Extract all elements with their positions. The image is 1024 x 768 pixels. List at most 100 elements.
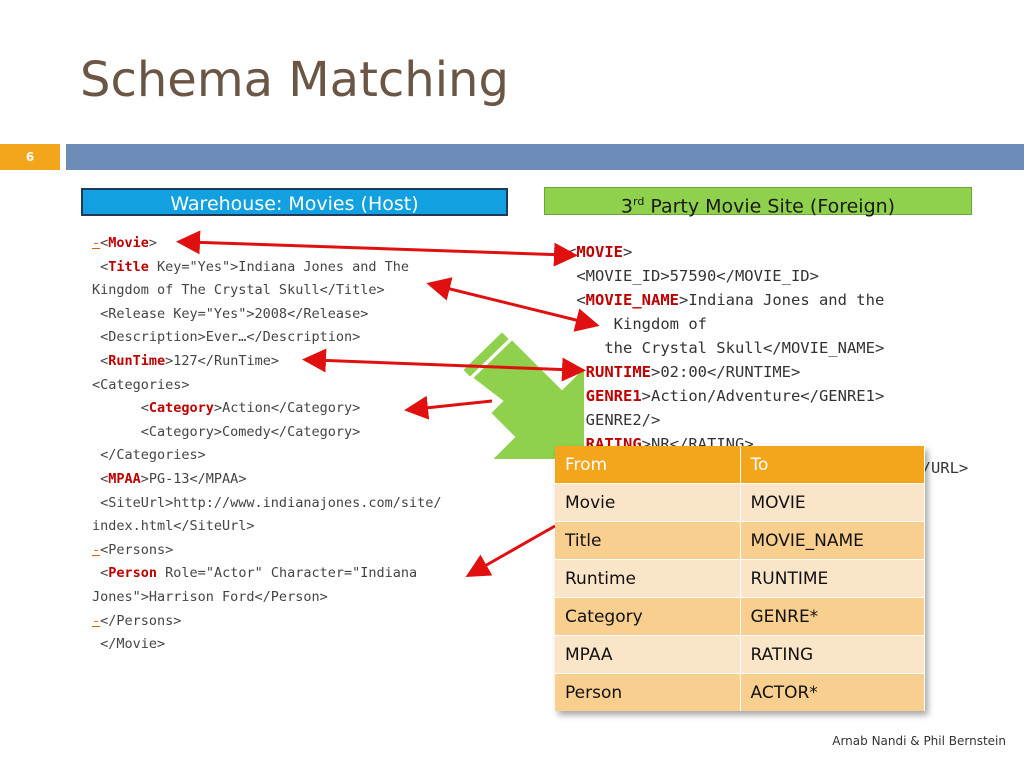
xml-line: </Movie>	[92, 633, 442, 657]
xml-text: <SiteUrl>http://www.indianajones.com/sit…	[92, 494, 442, 511]
header-from: From	[555, 446, 741, 484]
xml-text: <	[92, 565, 109, 582]
xml-tag-name: MOVIE_NAME	[585, 291, 679, 309]
collapse-toggle[interactable]: -	[92, 235, 101, 251]
xml-line: </Categories>	[92, 444, 442, 468]
xml-tag-name: RUNTIME	[585, 363, 651, 381]
to-cell: ACTOR*	[740, 673, 925, 711]
title-band	[66, 144, 1024, 170]
from-cell: MPAA	[555, 635, 741, 674]
arrow-movie	[176, 230, 578, 267]
xml-line: <MOVIE_NAME>Indiana Jones and the	[567, 288, 968, 312]
from-cell: Movie	[555, 483, 741, 522]
arrow-title	[426, 277, 600, 332]
xml-line: -</Persons>	[92, 610, 442, 634]
from-cell: Title	[555, 521, 741, 560]
arrow-category	[404, 395, 493, 420]
xml-line: Kingdom of	[567, 312, 968, 336]
to-cell: RATING	[740, 635, 925, 674]
host-header: Warehouse: Movies (Host)	[81, 188, 508, 216]
xml-text: <MOVIE_ID>57590</MOVIE_ID>	[567, 267, 819, 285]
footer-credit: Arnab Nandi & Phil Bernstein	[832, 734, 1006, 748]
xml-tag-name: Category	[148, 400, 214, 417]
xml-text: >Action/Adventure</GENRE1>	[641, 387, 885, 405]
xml-line: <MPAA>PG-13</MPAA>	[92, 468, 442, 492]
xml-text: <Persons>	[100, 541, 174, 558]
xml-text: >PG-13</MPAA>	[140, 470, 247, 487]
xml-line: <SiteUrl>http://www.indianajones.com/sit…	[92, 492, 442, 516]
xml-text: >Indiana Jones and the	[679, 291, 885, 309]
xml-text: >	[148, 235, 158, 251]
slide-number: 6	[0, 144, 60, 170]
xml-tag-name: GENRE1	[585, 387, 642, 405]
xml-line: -<Persons>	[92, 539, 442, 563]
xml-tag-name: RunTime	[108, 352, 166, 369]
mapping-table-header: From To	[555, 446, 925, 484]
xml-tag-name: Person	[108, 565, 158, 582]
slide-title: Schema Matching	[80, 52, 509, 108]
foreign-header-sup: rd	[632, 195, 645, 208]
xml-text: <	[92, 400, 149, 417]
collapse-toggle[interactable]: -	[92, 612, 101, 629]
xml-line: <Category>Action</Category>	[92, 397, 442, 421]
xml-text: Jones">Harrison Ford</Person>	[92, 588, 328, 605]
xml-text: <GENRE2/>	[567, 411, 661, 429]
from-cell: Runtime	[555, 559, 741, 598]
xml-text: >	[623, 243, 633, 261]
big-green-arrow-icon	[460, 329, 586, 461]
xml-text: <	[92, 470, 109, 487]
to-cell: GENRE*	[740, 597, 925, 636]
collapse-toggle[interactable]: -	[92, 541, 101, 558]
xml-line: Jones">Harrison Ford</Person>	[92, 586, 442, 610]
xml-text: <	[92, 258, 109, 275]
xml-tag-name: MOVIE	[576, 243, 624, 261]
xml-tag-name: Title	[108, 258, 149, 275]
xml-text: <Categories>	[92, 376, 190, 393]
xml-line: -<Movie>	[92, 232, 442, 256]
xml-text: <	[100, 235, 109, 251]
xml-tag-name: MPAA	[108, 470, 141, 487]
from-cell: Person	[555, 673, 741, 711]
xml-line: <Person Role="Actor" Character="Indiana	[92, 562, 442, 586]
xml-line: the Crystal Skull</MOVIE_NAME>	[567, 336, 968, 360]
xml-tag-name: Movie	[108, 235, 149, 251]
xml-line: <GENRE2/>	[567, 408, 968, 432]
xml-text: </Movie>	[92, 636, 166, 653]
xml-text: </Categories>	[92, 447, 206, 464]
xml-text: index.html</SiteUrl>	[92, 518, 255, 535]
xml-text: <	[92, 352, 109, 369]
xml-line: <Description>Ever…</Description>	[92, 326, 442, 350]
xml-text: >Action</Category>	[213, 400, 361, 417]
xml-text: <Category>Comedy</Category>	[92, 423, 361, 440]
xml-text: <Release Key="Yes">2008</Release>	[92, 305, 369, 322]
xml-line: <Category>Comedy</Category>	[92, 421, 442, 445]
arrow-runtime	[302, 348, 586, 382]
foreign-header: 3rd Party Movie Site (Foreign)	[544, 187, 972, 218]
header-to: To	[740, 446, 925, 484]
from-cell: Category	[555, 597, 741, 636]
xml-line: <RunTime>127</RunTime>	[92, 350, 442, 374]
xml-line: <Release Key="Yes">2008</Release>	[92, 303, 442, 327]
xml-text: Kingdom of	[567, 315, 707, 333]
xml-text: <Description>Ever…</Description>	[92, 329, 361, 346]
xml-text: Kingdom of The Crystal Skull</Title>	[92, 282, 385, 299]
to-cell: MOVIE_NAME	[740, 521, 925, 560]
xml-text: </Persons>	[100, 612, 182, 629]
xml-text: Role="Actor" Character="Indiana	[157, 565, 418, 582]
foreign-xml-listing: <MOVIE> <MOVIE_ID>57590</MOVIE_ID> <MOVI…	[567, 240, 968, 480]
foreign-header-rest: Party Movie Site (Foreign)	[644, 195, 896, 218]
xml-line: <Categories>	[92, 374, 442, 398]
xml-line: Kingdom of The Crystal Skull</Title>	[92, 279, 442, 303]
xml-line: <MOVIE_ID>57590</MOVIE_ID>	[567, 264, 968, 288]
arrow-person	[465, 524, 556, 577]
xml-text: the Crystal Skull</MOVIE_NAME>	[567, 339, 885, 357]
to-cell: MOVIE	[740, 483, 925, 522]
